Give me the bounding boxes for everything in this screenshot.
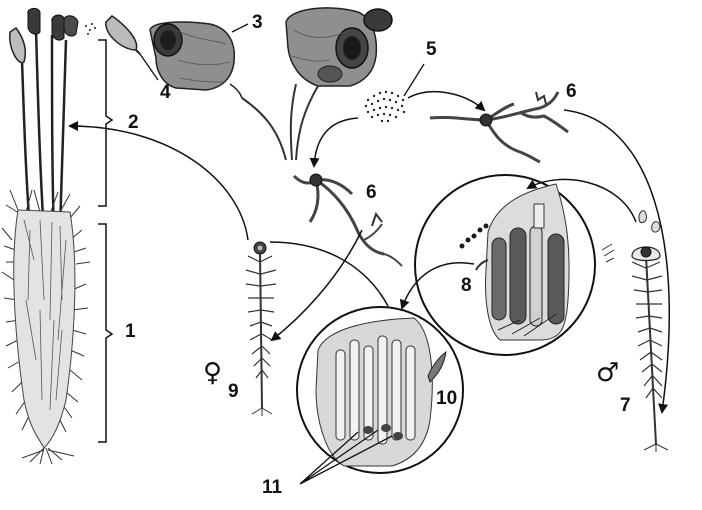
label-7: 7 xyxy=(620,395,631,416)
female-gametophyte xyxy=(245,241,277,416)
life-cycle-arrows xyxy=(68,91,671,414)
label-8: 8 xyxy=(461,275,472,296)
line-female-to-archegonia xyxy=(269,241,389,307)
male-gametophyte xyxy=(601,210,669,452)
male-symbol: ♂ xyxy=(596,358,620,388)
label-5: 5 xyxy=(426,39,437,60)
archegonia-magnified-view xyxy=(296,306,464,474)
female-symbol: ♀ xyxy=(203,358,223,388)
label-6-lower: 6 xyxy=(366,182,377,203)
label-11: 11 xyxy=(262,477,283,498)
bracket-gametophyte xyxy=(98,223,114,443)
leader-lines xyxy=(139,23,425,485)
antheridia-magnified-view xyxy=(414,174,596,356)
label-3: 3 xyxy=(252,12,263,33)
arrow-spores-to-protonema-upper xyxy=(407,91,486,112)
label-2: 2 xyxy=(128,112,139,133)
arrow-to-male xyxy=(563,109,671,414)
detached-capsule xyxy=(105,15,141,55)
label-6-upper: 6 xyxy=(566,81,577,102)
spore-cluster xyxy=(364,90,406,123)
moss-plant-sporophyte xyxy=(1,7,96,465)
protonema-lower xyxy=(292,173,403,267)
label-10: 10 xyxy=(436,388,458,409)
arrow-to-sporophyte xyxy=(68,121,249,241)
label-1: 1 xyxy=(125,321,136,342)
label-9: 9 xyxy=(228,381,239,402)
arrow-sperm-to-archegonia xyxy=(399,262,475,310)
enlarged-capsules xyxy=(149,7,393,161)
arrow-spores-to-protonema-lower xyxy=(309,117,359,168)
arrow-to-antheridia xyxy=(526,178,637,223)
bracket-sporophyte xyxy=(98,39,114,207)
label-4: 4 xyxy=(160,82,171,103)
arrow-to-female xyxy=(270,229,363,342)
protonema-upper xyxy=(429,91,569,164)
